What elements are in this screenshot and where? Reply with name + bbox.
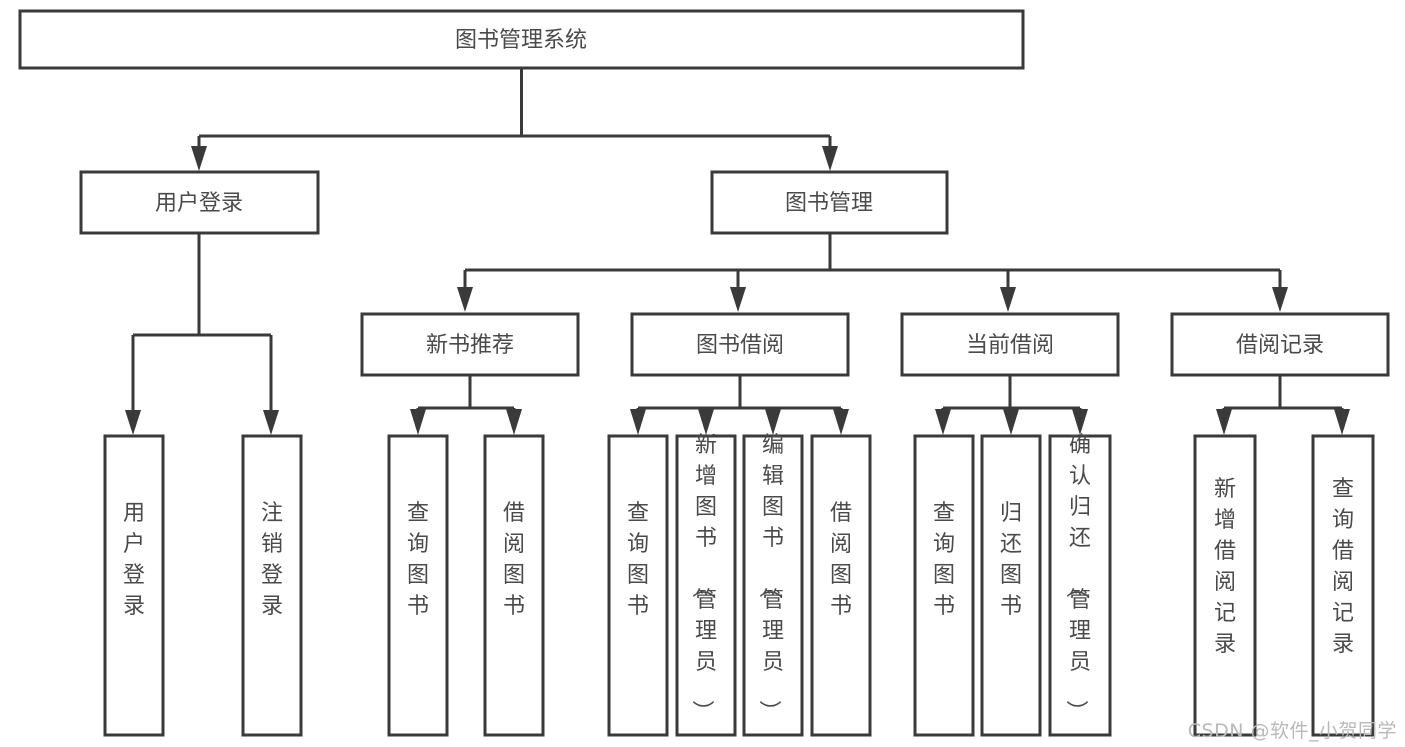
- arrowhead-bb-leaf-3: [765, 409, 781, 435]
- connector-group-new-book-recommend: [410, 375, 522, 435]
- node-current-borrow-box[interactable]: [900, 312, 1120, 377]
- leaf-label: 查询图书: [933, 501, 955, 619]
- node-book-borrow-label: 图书借阅: [696, 333, 784, 358]
- leaf-user-login-login[interactable]: 用户登录: [103, 434, 165, 737]
- arrowhead-nbr-leaf-1: [410, 409, 426, 435]
- node-new-book-recommend-box[interactable]: [360, 312, 580, 377]
- arrowhead-current-borrow: [1000, 287, 1016, 312]
- arrowhead-book-borrow: [730, 287, 746, 312]
- leaf-label: 编辑图书（管理员）: [756, 433, 784, 722]
- arrowhead-user-login: [191, 146, 207, 171]
- leaf-label: 查询图书: [627, 501, 649, 619]
- node-root-label: 图书管理系统: [455, 28, 587, 53]
- node-user-login[interactable]: 用户登录: [79, 170, 320, 235]
- leaf-box[interactable]: [1048, 434, 1112, 737]
- leaf-bb-edit-book[interactable]: 编辑图书（管理员）: [742, 433, 804, 737]
- leaf-label: 借阅图书: [830, 501, 852, 619]
- leaf-br-add-record[interactable]: 新增借阅记录: [1193, 434, 1257, 737]
- leaf-box[interactable]: [483, 434, 545, 737]
- leaf-box[interactable]: [810, 434, 872, 737]
- leaf-box[interactable]: [980, 434, 1042, 737]
- node-borrow-record-label: 借阅记录: [1236, 333, 1324, 358]
- leaf-bb-borrow-book[interactable]: 借阅图书: [810, 434, 872, 737]
- arrowhead-leaf-logout: [263, 410, 279, 435]
- arrowhead-bb-leaf-1: [630, 409, 646, 435]
- node-user-login-label: 用户登录: [155, 191, 243, 216]
- leaf-label: 确认归还（管理员）: [1063, 433, 1091, 722]
- connector-group-user-login: [125, 233, 279, 435]
- leaf-box[interactable]: [103, 434, 165, 737]
- node-current-borrow-label: 当前借阅: [966, 333, 1054, 358]
- leaf-label: 归还图书: [1000, 501, 1022, 619]
- node-new-book-recommend[interactable]: 新书推荐: [360, 312, 580, 377]
- leaf-label: 用户登录: [123, 501, 145, 619]
- arrowhead-bb-leaf-2: [698, 409, 714, 435]
- leaf-nbr-borrow-book[interactable]: 借阅图书: [483, 434, 545, 737]
- node-book-borrow[interactable]: 图书借阅: [630, 312, 850, 377]
- leaf-bb-query-book[interactable]: 查询图书: [607, 434, 669, 737]
- leaf-nbr-query-book[interactable]: 查询图书: [387, 434, 449, 737]
- leaf-box[interactable]: [607, 434, 669, 737]
- arrowhead-leaf-user-login: [125, 410, 141, 435]
- leaf-label: 查询借阅记录: [1332, 477, 1354, 657]
- arrowhead-br-leaf-1: [1216, 409, 1232, 435]
- connector-group-borrow-record: [1216, 375, 1350, 435]
- node-borrow-record-box[interactable]: [1170, 312, 1390, 377]
- connector-group-current-borrow: [935, 375, 1088, 435]
- node-book-borrow-box[interactable]: [630, 312, 850, 377]
- leaf-label: 借阅图书: [503, 501, 525, 619]
- node-root[interactable]: 图书管理系统: [18, 9, 1025, 70]
- arrowhead-book-manage: [822, 146, 838, 171]
- leaf-cb-query-book[interactable]: 查询图书: [913, 434, 975, 737]
- node-root-box[interactable]: [18, 9, 1025, 70]
- arrowhead-cb-leaf-1: [935, 409, 951, 435]
- arrowhead-bb-leaf-4: [833, 409, 849, 435]
- leaf-bb-add-book[interactable]: 新增图书（管理员）: [675, 433, 737, 737]
- arrowhead-borrow-record: [1272, 287, 1288, 312]
- leaf-label: 查询图书: [407, 501, 429, 619]
- node-borrow-record[interactable]: 借阅记录: [1170, 312, 1390, 377]
- node-book-manage-label: 图书管理: [785, 191, 873, 216]
- leaf-box[interactable]: [675, 434, 737, 737]
- leaf-box[interactable]: [742, 434, 804, 737]
- node-book-manage[interactable]: 图书管理: [710, 170, 949, 235]
- connector-group-book-borrow: [630, 375, 849, 435]
- node-book-manage-box[interactable]: [710, 170, 949, 235]
- arrowhead-br-leaf-2: [1334, 409, 1350, 435]
- leaf-box[interactable]: [1311, 434, 1375, 737]
- connector-group-book-manage: [457, 233, 1288, 312]
- leaf-label: 注销登录: [261, 501, 283, 619]
- leaf-box[interactable]: [387, 434, 449, 737]
- leaf-br-query-record[interactable]: 查询借阅记录: [1311, 434, 1375, 737]
- arrowhead-nbr-leaf-2: [506, 409, 522, 435]
- arrowhead-new-book-recommend: [457, 287, 473, 312]
- leaf-box[interactable]: [241, 434, 303, 737]
- leaf-box[interactable]: [913, 434, 975, 737]
- leaf-label: 新增图书（管理员）: [689, 433, 717, 722]
- arrowhead-cb-leaf-3: [1072, 409, 1088, 435]
- node-new-book-recommend-label: 新书推荐: [426, 333, 514, 358]
- node-current-borrow[interactable]: 当前借阅: [900, 312, 1120, 377]
- arrowhead-cb-leaf-2: [1003, 409, 1019, 435]
- leaf-box[interactable]: [1193, 434, 1257, 737]
- connector-group-root: [191, 68, 838, 171]
- leaf-label: 新增借阅记录: [1214, 477, 1236, 657]
- leaf-cb-return-book[interactable]: 归还图书: [980, 434, 1042, 737]
- leaf-user-login-logout[interactable]: 注销登录: [241, 434, 303, 737]
- node-user-login-box[interactable]: [79, 170, 320, 235]
- leaf-cb-confirm-return[interactable]: 确认归还（管理员）: [1048, 433, 1112, 737]
